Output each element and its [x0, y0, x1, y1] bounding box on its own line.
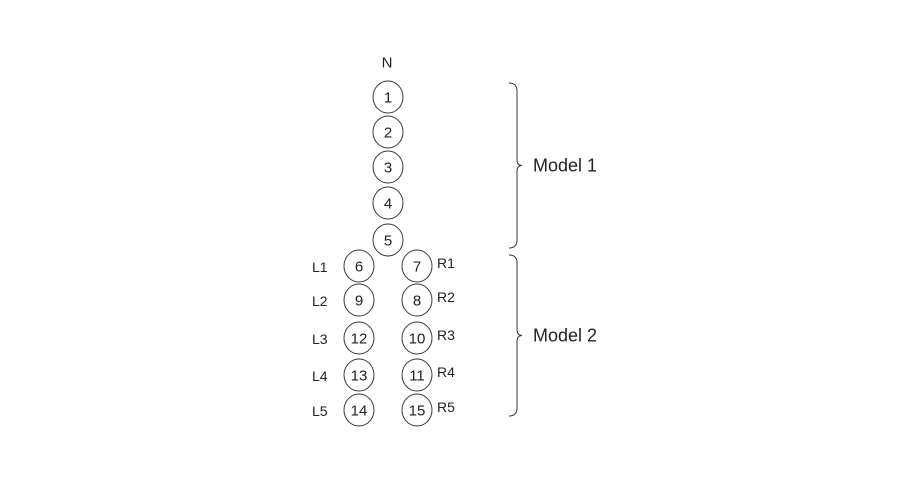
branch-label-l4: L4 — [312, 368, 328, 384]
node-circle — [401, 283, 433, 317]
node-11: 11 — [401, 358, 433, 392]
left-branch: 6 L1 9 L2 12 L3 13 L4 14 L5 — [312, 249, 375, 427]
model-braces: Model 1 Model 2 — [508, 82, 597, 417]
node-10: 10 — [401, 321, 433, 355]
node-number: 12 — [351, 331, 368, 348]
node-circle — [401, 249, 433, 283]
node-circle — [343, 249, 375, 283]
node-6: 6 — [343, 249, 375, 283]
node-number: 3 — [384, 160, 392, 177]
node-circle — [401, 393, 433, 427]
node-circle — [343, 358, 375, 392]
node-7: 7 — [401, 249, 433, 283]
node-circle — [343, 393, 375, 427]
node-number: 6 — [355, 259, 363, 276]
node-circle — [401, 321, 433, 355]
node-circle — [372, 150, 404, 184]
right-branch: 7 R1 8 R2 10 R3 11 R4 15 R5 — [401, 249, 455, 427]
node-12: 12 — [343, 321, 375, 355]
model-2-label: Model 2 — [533, 326, 597, 346]
node-circle — [343, 321, 375, 355]
node-15: 15 — [401, 393, 433, 427]
node-number: 13 — [351, 368, 368, 385]
branch-label-r3: R3 — [437, 327, 455, 343]
node-circle — [372, 186, 404, 220]
node-2: 2 — [372, 115, 404, 149]
branch-label-r1: R1 — [437, 255, 455, 271]
node-circle — [372, 80, 404, 114]
branch-label-r2: R2 — [437, 289, 455, 305]
node-circle — [372, 115, 404, 149]
node-13: 13 — [343, 358, 375, 392]
node-number: 4 — [384, 196, 392, 213]
node-number: 10 — [409, 331, 426, 348]
branch-label-l5: L5 — [312, 403, 328, 419]
node-circle — [343, 283, 375, 317]
node-number: 9 — [355, 293, 363, 310]
branch-label-l1: L1 — [312, 259, 328, 275]
node-number: 14 — [351, 403, 368, 420]
node-number: 8 — [413, 293, 421, 310]
node-number: 11 — [409, 368, 425, 385]
node-14: 14 — [343, 393, 375, 427]
model-1-label: Model 1 — [533, 156, 597, 176]
node-4: 4 — [372, 186, 404, 220]
node-number: 1 — [384, 90, 392, 107]
node-9: 9 — [343, 283, 375, 317]
n-terminal-label: N — [382, 55, 393, 72]
center-chain: 1 2 3 4 5 — [372, 80, 404, 257]
branch-label-l3: L3 — [312, 331, 328, 347]
node-number: 2 — [384, 125, 392, 142]
node-8: 8 — [401, 283, 433, 317]
node-5: 5 — [372, 223, 404, 257]
node-3: 3 — [372, 150, 404, 184]
model-1-brace — [508, 82, 523, 249]
branch-label-r4: R4 — [437, 364, 455, 380]
node-number: 7 — [413, 259, 421, 276]
branch-label-r5: R5 — [437, 399, 455, 415]
branch-label-l2: L2 — [312, 293, 328, 309]
node-circle — [401, 358, 433, 392]
model-2-brace — [508, 254, 523, 417]
node-number: 15 — [409, 403, 426, 420]
node-circle — [372, 223, 404, 257]
node-number: 5 — [384, 233, 392, 250]
node-1: 1 — [372, 80, 404, 114]
